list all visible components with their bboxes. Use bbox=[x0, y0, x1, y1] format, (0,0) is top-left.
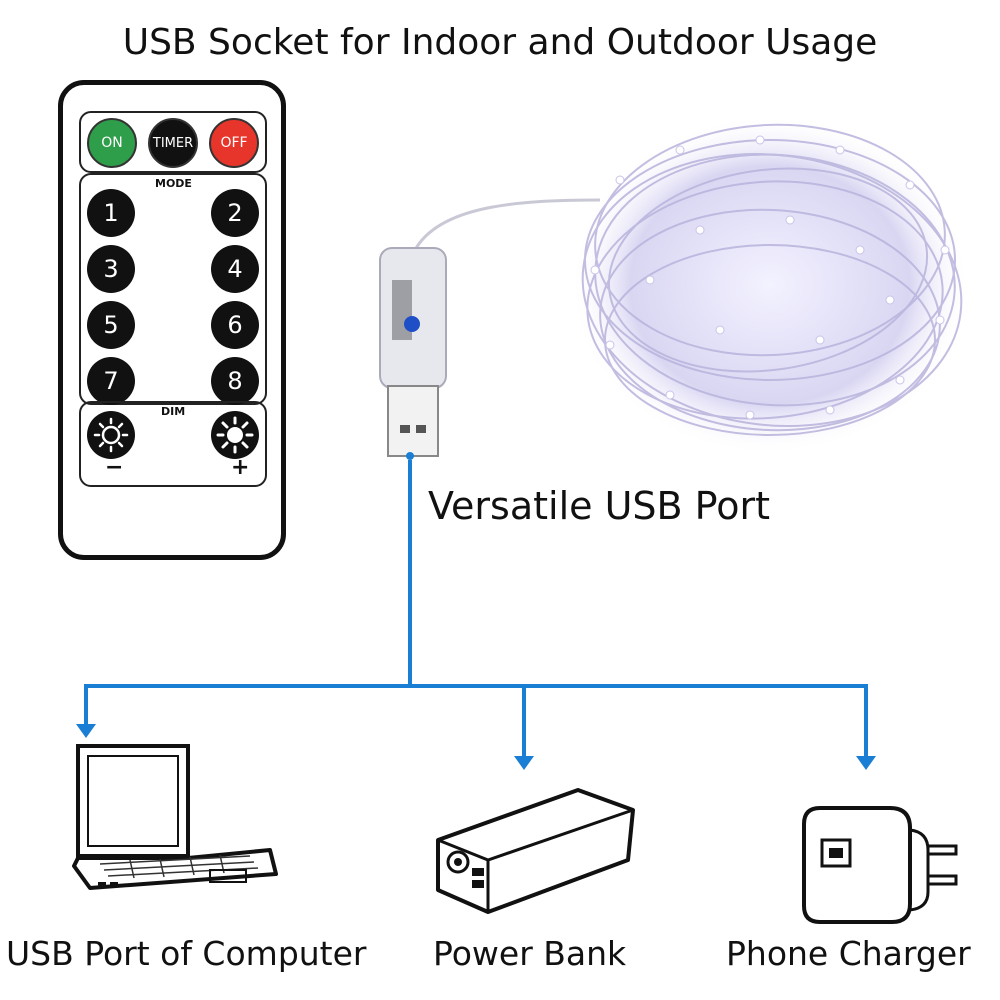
mode-5-label: 5 bbox=[103, 311, 119, 339]
connector-origin-dot bbox=[406, 452, 414, 460]
arrow-charger-icon bbox=[856, 756, 876, 770]
dim-down-button bbox=[87, 411, 135, 459]
off-button: OFF bbox=[209, 118, 259, 168]
mode-6-label: 6 bbox=[227, 311, 243, 339]
mode-button-1: 1 bbox=[87, 189, 135, 237]
dim-up-button bbox=[211, 411, 259, 459]
string-lights-coil bbox=[570, 115, 970, 455]
dim-minus: − bbox=[105, 455, 124, 480]
usb-plug bbox=[379, 247, 447, 457]
destination-charger-label: Phone Charger bbox=[726, 934, 971, 973]
mode-2-label: 2 bbox=[227, 199, 243, 227]
destination-power-bank-label: Power Bank bbox=[433, 934, 627, 973]
remote-control: ON TIMER OFF MODE 1 2 3 4 5 6 7 8 DIM bbox=[58, 80, 286, 560]
mode-8-label: 8 bbox=[227, 367, 243, 395]
mode-button-6: 6 bbox=[211, 301, 259, 349]
arrow-power-bank-icon bbox=[514, 756, 534, 770]
light-cable bbox=[413, 198, 601, 251]
mode-button-4: 4 bbox=[211, 245, 259, 293]
mode-button-8: 8 bbox=[211, 357, 259, 405]
phone-charger-icon bbox=[802, 806, 958, 924]
dim-plus: + bbox=[231, 455, 250, 480]
off-label: OFF bbox=[220, 135, 248, 151]
mode-label: MODE bbox=[155, 177, 192, 190]
on-button: ON bbox=[87, 118, 137, 168]
power-bank-icon bbox=[436, 788, 635, 914]
sun-bright-icon bbox=[216, 416, 254, 454]
mode-button-5: 5 bbox=[87, 301, 135, 349]
mode-panel: MODE 1 2 3 4 5 6 7 8 bbox=[79, 173, 267, 405]
remote-top-panel: ON TIMER OFF bbox=[79, 111, 267, 173]
diagram-title: USB Socket for Indoor and Outdoor Usage bbox=[122, 22, 878, 63]
mode-button-2: 2 bbox=[211, 189, 259, 237]
mode-button-3: 3 bbox=[87, 245, 135, 293]
dim-panel: DIM − bbox=[79, 401, 267, 487]
dim-label: DIM bbox=[161, 405, 186, 418]
timer-label: TIMER bbox=[152, 135, 194, 151]
mode-7-label: 7 bbox=[103, 367, 119, 395]
timer-button: TIMER bbox=[148, 118, 198, 168]
mode-button-7: 7 bbox=[87, 357, 135, 405]
mode-4-label: 4 bbox=[227, 255, 243, 283]
mode-1-label: 1 bbox=[103, 199, 119, 227]
sun-dim-icon bbox=[93, 417, 129, 453]
usb-port-label: Versatile USB Port bbox=[428, 484, 771, 528]
laptop-icon bbox=[72, 744, 278, 890]
arrow-computer-icon bbox=[76, 724, 96, 738]
on-label: ON bbox=[101, 135, 123, 151]
mode-3-label: 3 bbox=[103, 255, 119, 283]
destination-computer-label: USB Port of Computer bbox=[6, 934, 367, 973]
